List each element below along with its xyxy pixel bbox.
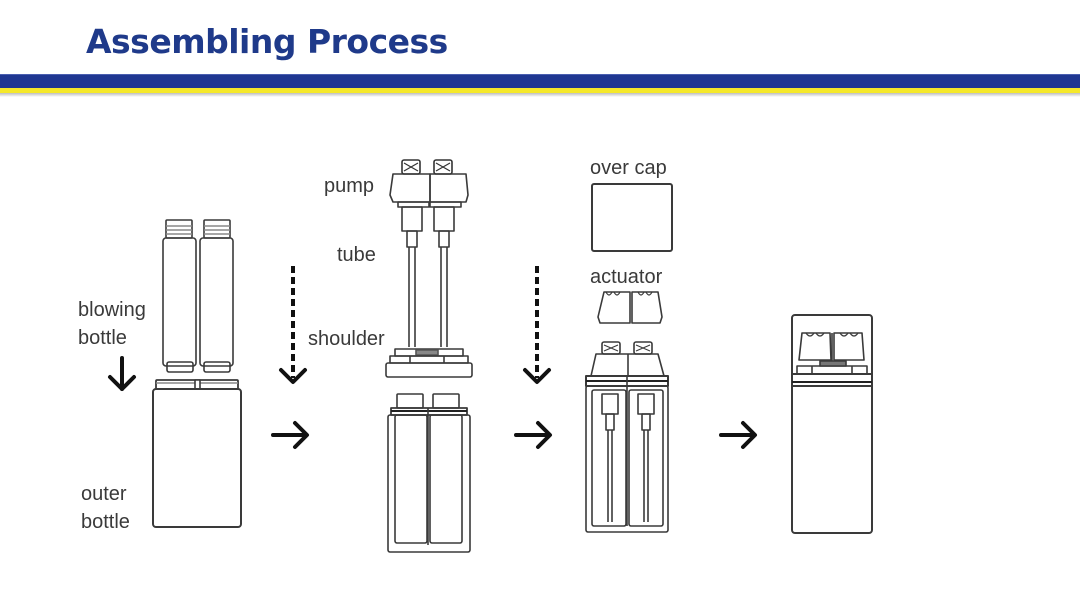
blowing-bottle-label-line1: blowing (78, 299, 146, 321)
pump-label: pump (324, 175, 375, 197)
tube-left (408, 247, 416, 347)
page-title: Assembling Process (86, 22, 448, 61)
header-band-shadow (0, 93, 1080, 97)
arrow-down-dashed-2 (523, 266, 551, 384)
arrow-right-3 (719, 421, 757, 449)
tube-right (440, 247, 448, 347)
shoulder-label: shoulder (308, 328, 385, 350)
pump-assembly (385, 159, 473, 378)
blowing-bottle-right (199, 219, 234, 373)
bottle-assembly (387, 393, 471, 553)
over-cap (591, 183, 673, 252)
arrow-right-2 (514, 421, 552, 449)
blowing-bottle-label: blowing bottle (78, 296, 146, 352)
arrow-down-solid (108, 356, 136, 391)
blowing-bottle (162, 219, 234, 373)
pump-bottle-assembly (585, 341, 669, 533)
blowing-bottle-left (162, 219, 197, 373)
actuator-label: actuator (590, 266, 663, 288)
outer-bottle (152, 379, 242, 528)
tube-label: tube (337, 244, 376, 266)
arrow-right-1 (271, 421, 309, 449)
header-band-yellow (0, 88, 1080, 93)
pump-right (429, 159, 469, 248)
finished-product (791, 314, 873, 534)
over-cap-label: over cap (590, 157, 667, 179)
shoulder (385, 348, 473, 378)
outer-bottle-label: outer bottle (81, 480, 130, 536)
blowing-bottle-label-line2: bottle (78, 327, 127, 349)
pump-left (389, 159, 431, 248)
arrow-down-dashed-1 (279, 266, 307, 384)
actuator (597, 291, 663, 324)
outer-bottle-label-line1: outer (81, 483, 127, 505)
header-band-blue (0, 74, 1080, 89)
outer-bottle-label-line2: bottle (81, 511, 130, 533)
